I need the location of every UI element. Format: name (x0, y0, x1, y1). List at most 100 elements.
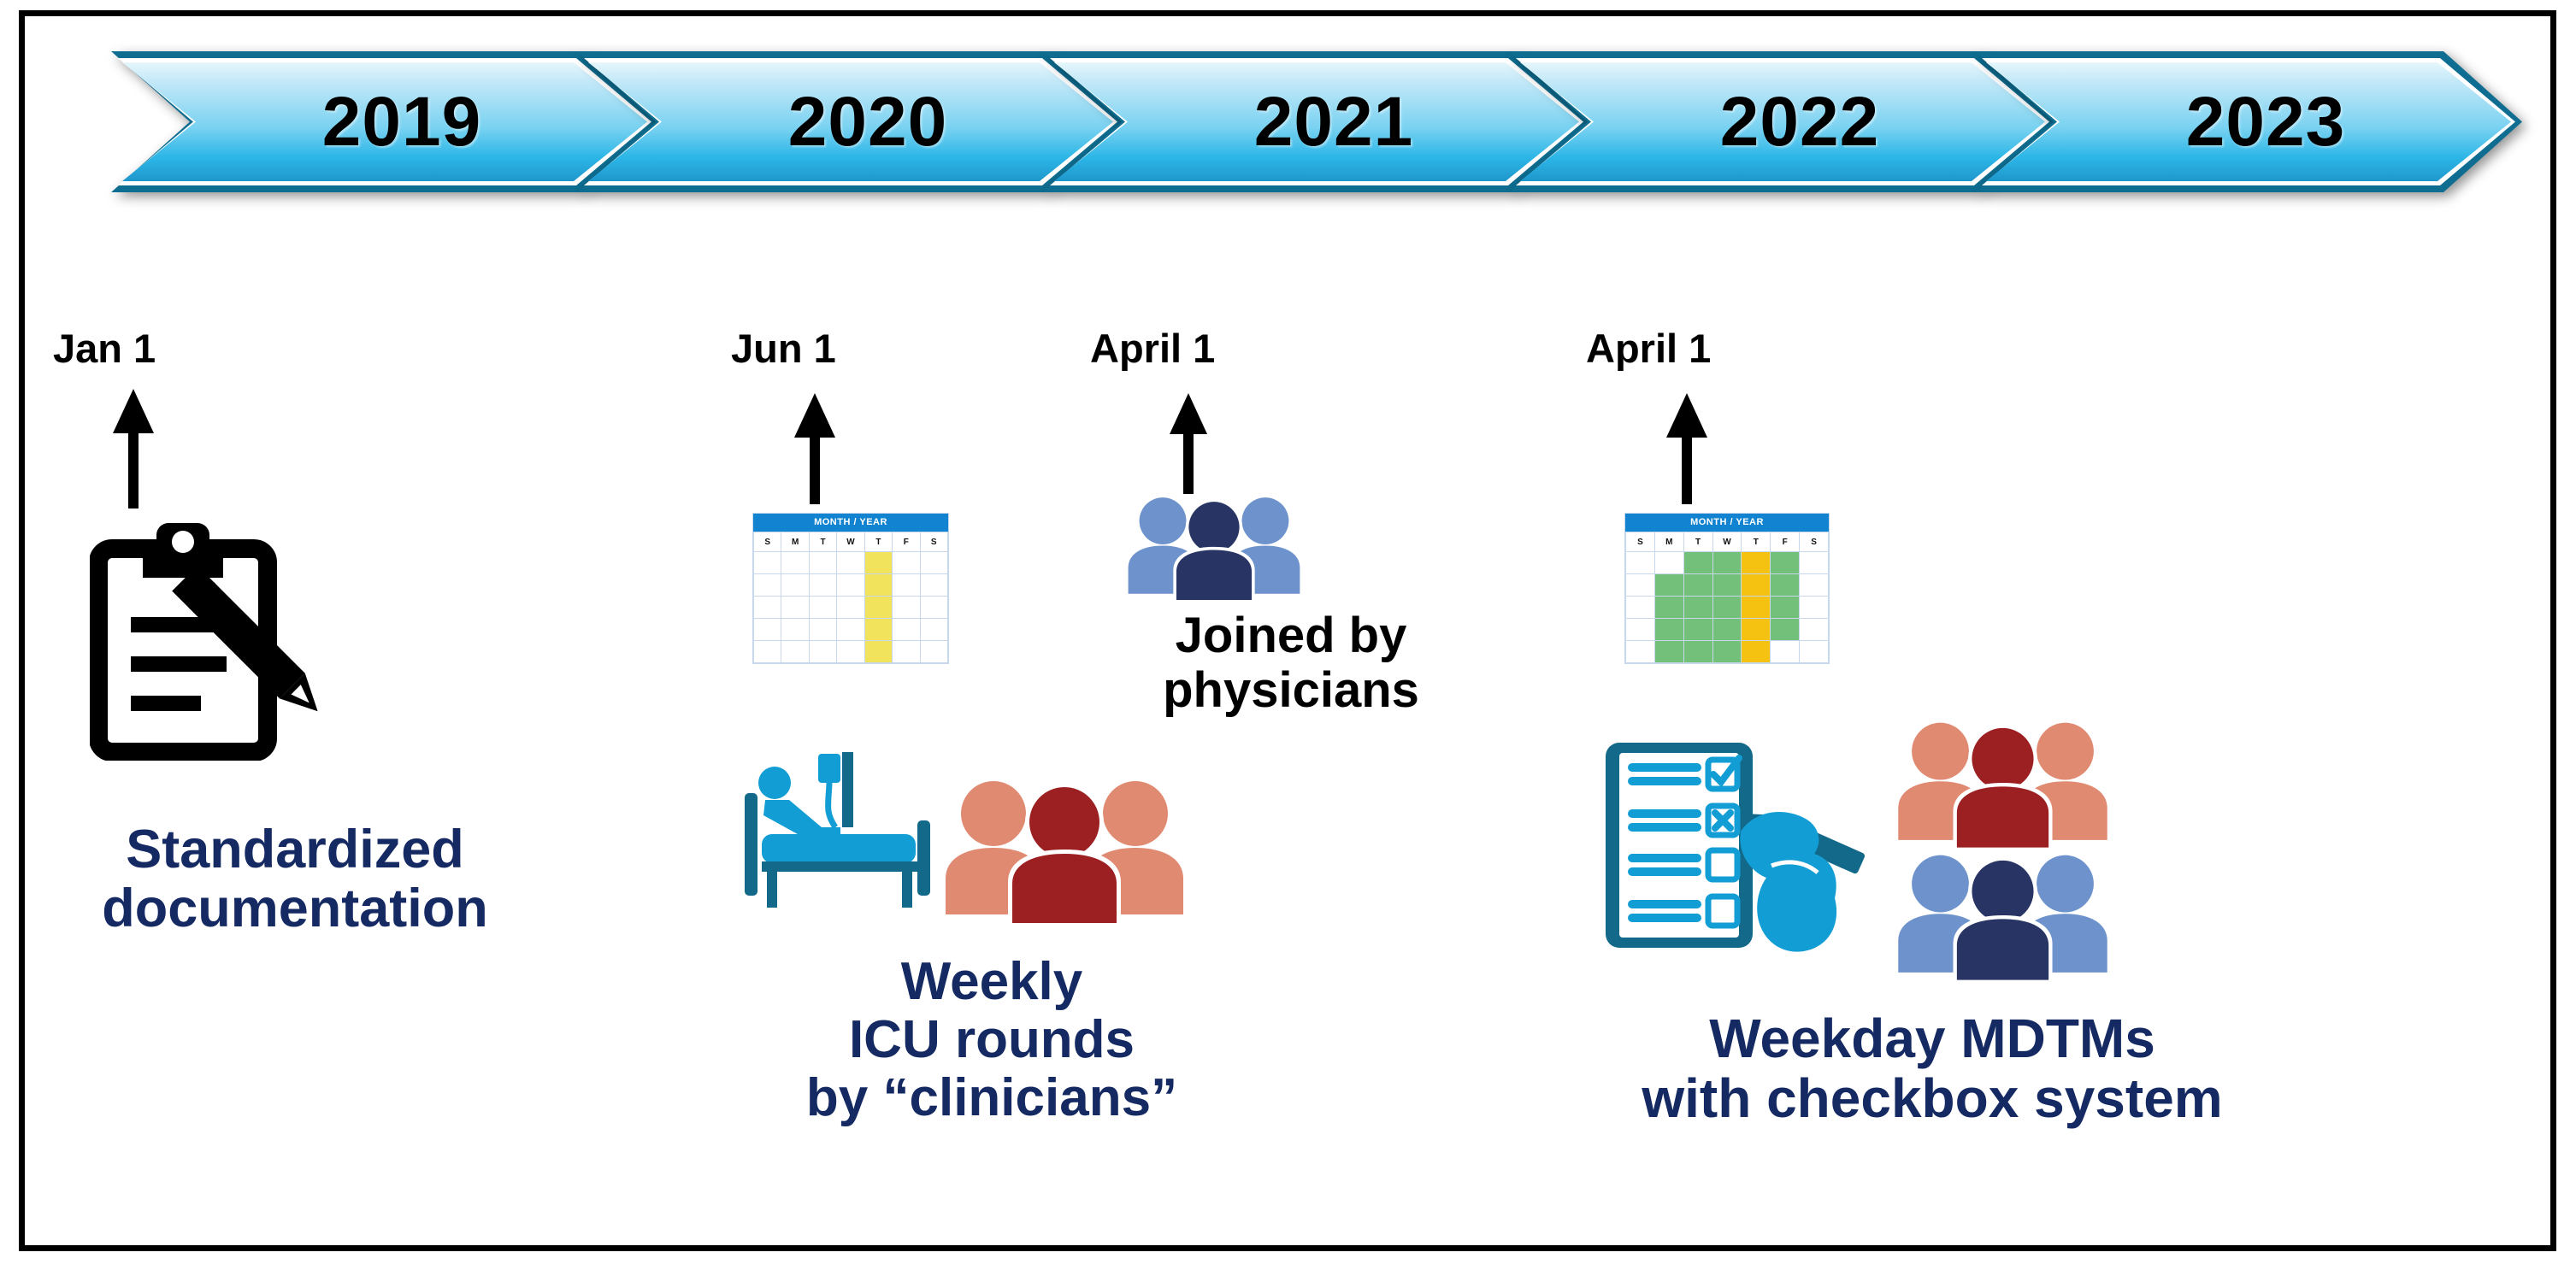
hospital-bed-patient-icon (745, 752, 930, 908)
calendar-dow-cell: T (1741, 532, 1771, 552)
calendar-cell-highlight (1770, 573, 1801, 597)
checklist-hand-pen-icon (1606, 743, 1866, 952)
calendar-cell (1799, 640, 1829, 663)
calendar-cell (919, 551, 949, 574)
calendar-icon-2020: MONTH / YEAR S M T W T F S (752, 513, 949, 664)
calendar-dow-cell: S (1799, 532, 1829, 552)
calendar-dow-cell: T (808, 532, 838, 552)
year-label-2022: 2022 (1719, 82, 1880, 161)
year-chevron-2021[interactable]: 2021 (1043, 51, 1590, 192)
calendar-dow-cell: F (892, 532, 921, 552)
calendar-cell (808, 640, 838, 663)
clipboard-pencil-icon (90, 523, 318, 761)
calendar-cell-highlight (1712, 551, 1742, 574)
calendar-cell (752, 618, 782, 641)
calendar-cell-highlight (1741, 640, 1771, 663)
year-label-2019: 2019 (321, 82, 482, 161)
calendar-cell-highlight (1683, 618, 1713, 641)
calendar-cell (1799, 618, 1829, 641)
calendar-cell-highlight (1741, 618, 1771, 641)
calendar-cell (808, 551, 838, 574)
calendar-dow-cell: M (781, 532, 810, 552)
year-chevron-2020[interactable]: 2020 (577, 51, 1124, 192)
calendar-dow-cell: T (1683, 532, 1713, 552)
calendar-dow-cell: S (1625, 532, 1655, 552)
milestone-caption-weekday-mdtms: Weekday MDTMs with checkbox system (1642, 1008, 2223, 1130)
milestone-arrow-3 (1170, 393, 1207, 494)
calendar-cell (836, 551, 865, 574)
calendar-cell-highlight (1653, 640, 1684, 663)
calendar-cell (1625, 551, 1655, 574)
calendar-cell (892, 640, 921, 663)
year-label-2020: 2020 (787, 82, 948, 161)
calendar-row (1625, 596, 1829, 619)
calendar-row (1625, 573, 1829, 597)
calendar-cell (1625, 573, 1655, 597)
calendar-cell (752, 596, 782, 619)
calendar-cell (836, 596, 865, 619)
calendar-grid: S M T W T F S (1625, 532, 1829, 663)
chevron-fill (588, 62, 1113, 181)
year-chevron-timeline: 2019 2020 2021 2022 2023 (111, 51, 2522, 192)
year-chevron-2023[interactable]: 2023 (1975, 51, 2522, 192)
figure-border (19, 10, 2556, 1251)
calendar-cell (892, 596, 921, 619)
year-chevron-2019[interactable]: 2019 (111, 51, 658, 192)
calendar-cell-highlight (1741, 573, 1771, 597)
calendar-cell-highlight (1741, 551, 1771, 574)
calendar-cell-highlight (1683, 640, 1713, 663)
calendar-dow-cell: S (919, 532, 949, 552)
calendar-cell-highlight (1741, 596, 1771, 619)
calendar-cell-highlight (1712, 573, 1742, 597)
calendar-dow-cell: S (752, 532, 782, 552)
calendar-cell (1799, 573, 1829, 597)
calendar-cell (781, 640, 810, 663)
chevron-fill (122, 62, 647, 181)
calendar-cell (808, 573, 838, 597)
calendar-cell-highlight (1653, 596, 1684, 619)
chevron-fill (1520, 62, 2045, 181)
milestone-date-jan-1: Jan 1 (53, 326, 156, 371)
people-group-red-icon (946, 781, 1183, 923)
calendar-cell-highlight (864, 618, 893, 641)
calendar-cell (892, 551, 921, 574)
calendar-cell (781, 618, 810, 641)
calendar-header: MONTH / YEAR (1625, 514, 1829, 532)
year-label-2021: 2021 (1253, 82, 1414, 161)
calendar-cell (919, 640, 949, 663)
milestone-arrow-2 (794, 393, 835, 504)
calendar-row (752, 618, 949, 641)
milestone-arrow-4 (1666, 393, 1707, 504)
calendar-cell-highlight (1653, 573, 1684, 597)
calendar-cell (892, 573, 921, 597)
calendar-cell-highlight (1770, 551, 1801, 574)
people-group-blue-icon (1128, 497, 1300, 600)
calendar-cell (781, 551, 810, 574)
calendar-cell-highlight (1712, 596, 1742, 619)
calendar-dow-row: S M T W T F S (752, 532, 949, 552)
calendar-row (752, 596, 949, 619)
calendar-dow-cell: W (1712, 532, 1742, 552)
calendar-icon-2022: MONTH / YEAR S M T W T F S (1624, 513, 1830, 664)
calendar-cell (1653, 551, 1684, 574)
calendar-dow-cell: W (836, 532, 865, 552)
chevron-fill (1054, 62, 1579, 181)
calendar-cell-highlight (864, 640, 893, 663)
calendar-cell (781, 596, 810, 619)
year-chevron-2022[interactable]: 2022 (1509, 51, 2056, 192)
calendar-cell-highlight (1683, 551, 1713, 574)
calendar-cell-highlight (1683, 596, 1713, 619)
calendar-cell (836, 640, 865, 663)
calendar-cell (919, 596, 949, 619)
calendar-cell (752, 573, 782, 597)
calendar-cell-highlight (1712, 618, 1742, 641)
calendar-cell-highlight (864, 573, 893, 597)
calendar-cell (1770, 640, 1801, 663)
calendar-grid: S M T W T F S (752, 532, 949, 663)
milestone-date-april-1-2022: April 1 (1586, 326, 1712, 371)
calendar-cell-highlight (1683, 573, 1713, 597)
calendar-cell-highlight (1770, 618, 1801, 641)
calendar-cell (808, 596, 838, 619)
calendar-cell-highlight (1712, 640, 1742, 663)
calendar-row (1625, 640, 1829, 663)
